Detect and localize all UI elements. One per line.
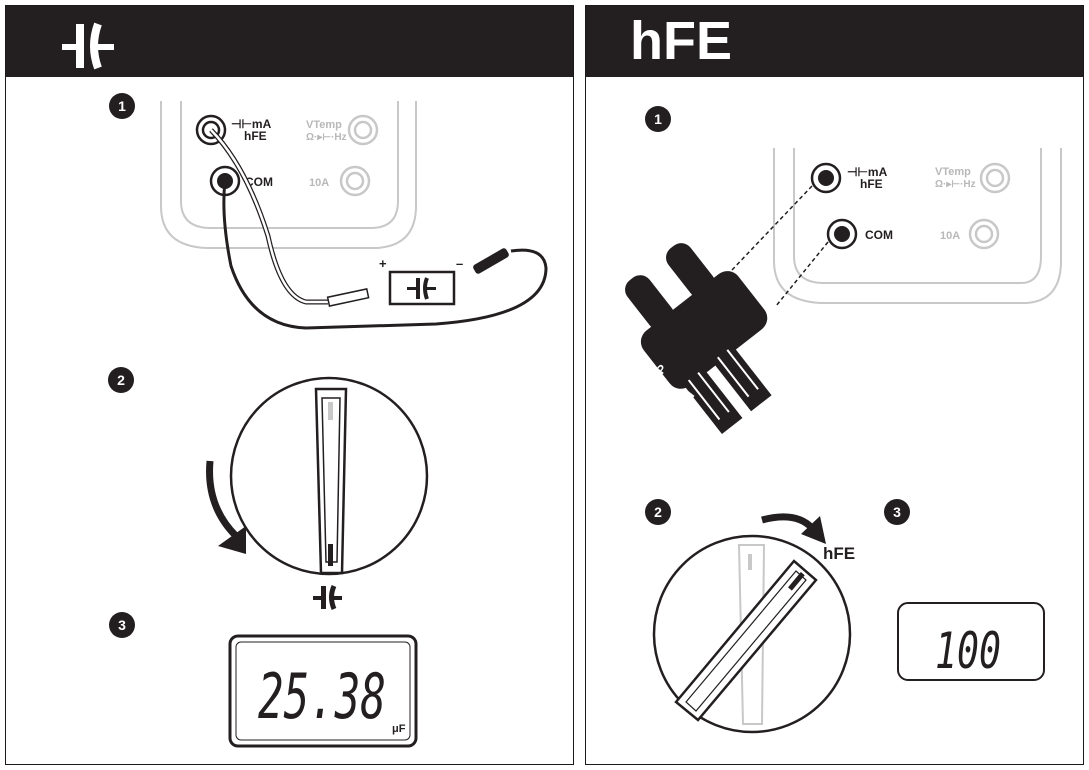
jack-com: COM [826, 218, 893, 250]
hfe-illustration: 1 ⊣⊢mA hFE VTemp Ω·▸⊢·Hz COM 10A [625, 106, 1062, 734]
capacitor-icon [407, 277, 436, 300]
jack-10a: 10A [940, 218, 1000, 250]
capacitor-component [388, 270, 456, 306]
svg-text:COM: COM [245, 175, 273, 189]
svg-text:1: 1 [118, 98, 126, 114]
lcd-unit: μF [392, 723, 406, 735]
jack-vtemp: VTemp Ω·▸⊢·Hz [306, 114, 379, 146]
step-2-badge: 2 [645, 499, 671, 525]
rotate-arrow [206, 460, 239, 539]
lcd-display: 25.38 μF [228, 634, 418, 748]
capacitor-icon [313, 584, 342, 610]
svg-text:+: + [379, 256, 387, 271]
jack-cap-ma-hfe: ⊣⊢mA hFE [810, 162, 888, 194]
svg-text:2: 2 [654, 504, 662, 520]
jack-vtemp: VTemp Ω·▸⊢·Hz [935, 162, 1011, 194]
rotary-dial [652, 534, 852, 734]
step-1-badge: 1 [645, 106, 671, 132]
svg-text:⊣⊢mA: ⊣⊢mA [231, 117, 272, 131]
svg-text:3: 3 [893, 504, 901, 520]
red-test-lead [209, 128, 328, 305]
rotary-dial [229, 376, 429, 576]
hfe-panel: hFE 1 ⊣⊢mA hFE VTemp Ω·▸⊢·Hz COM [585, 5, 1084, 765]
svg-text:VTemp: VTemp [306, 119, 342, 131]
svg-text:3: 3 [118, 617, 126, 633]
svg-text:1: 1 [654, 111, 662, 127]
step-3-badge: 3 [884, 499, 910, 525]
svg-text:Ω·▸⊢·Hz: Ω·▸⊢·Hz [935, 179, 976, 190]
svg-text:10A: 10A [309, 177, 329, 189]
capacitance-illustration: 1 ⊣⊢mA hFE VTemp Ω·▸⊢·Hz COM 10A [108, 93, 548, 748]
svg-text:COM: COM [865, 228, 893, 242]
meter-body-outline [160, 101, 417, 249]
lcd-reading: 25.38 [258, 660, 386, 733]
svg-text:–: – [456, 256, 463, 271]
capacitance-header [6, 6, 573, 77]
step-3-badge: 3 [109, 612, 135, 638]
jack-10a: 10A [309, 165, 371, 197]
svg-text:2: 2 [117, 372, 125, 388]
svg-text:VTemp: VTemp [935, 166, 971, 178]
dial-hfe-label: hFE [823, 544, 855, 563]
lcd-reading: 100 [935, 622, 1001, 680]
hfe-header: hFE [586, 6, 1083, 77]
capacitor-icon [62, 22, 114, 70]
svg-text:hFE: hFE [860, 177, 883, 191]
svg-text:⊣⊢mA: ⊣⊢mA [847, 165, 888, 179]
svg-text:hFE: hFE [244, 129, 267, 143]
black-test-lead [222, 180, 548, 330]
svg-text:10A: 10A [940, 230, 960, 242]
hfe-adapter [625, 243, 772, 435]
svg-text:Ω·▸⊢·Hz: Ω·▸⊢·Hz [306, 132, 347, 143]
hfe-title: hFE [630, 11, 732, 71]
lcd-display: 100 [897, 602, 1045, 681]
capacitance-panel: 1 ⊣⊢mA hFE VTemp Ω·▸⊢·Hz COM 10A [5, 5, 574, 765]
step-2-badge: 2 [108, 367, 134, 393]
jack-cap-ma-hfe: ⊣⊢mA hFE [195, 114, 272, 146]
rotate-arrow [761, 513, 815, 531]
step-1-badge: 1 [109, 93, 135, 119]
